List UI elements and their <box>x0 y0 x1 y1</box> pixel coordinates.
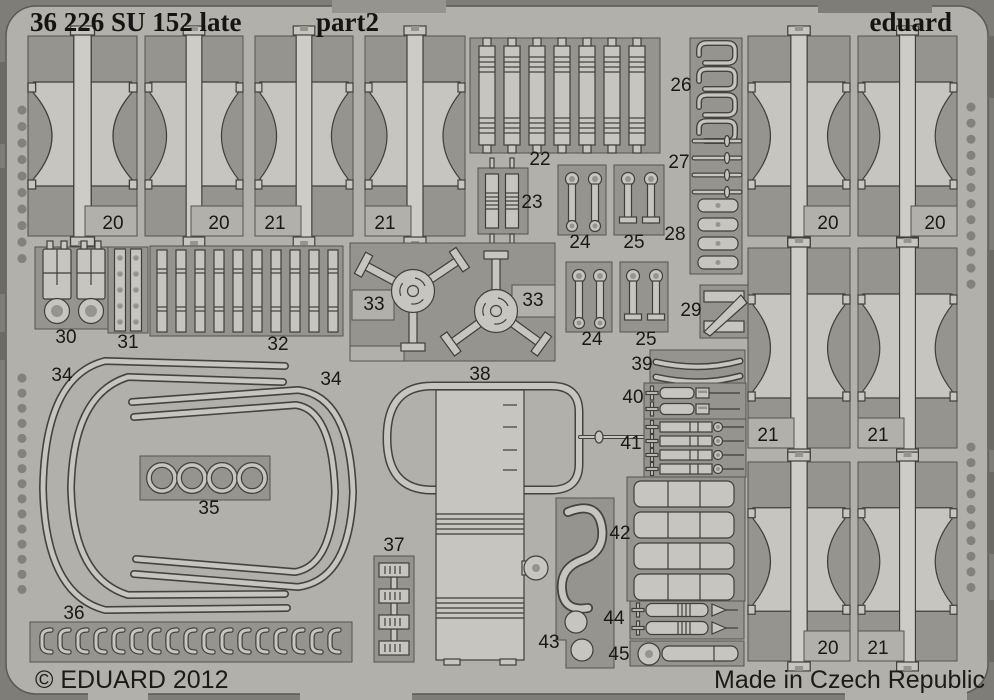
part-label-34: 34 <box>320 369 342 390</box>
panel-21-c: 21 <box>747 237 851 459</box>
part-label-20: 20 <box>102 213 123 234</box>
panel-20-c: 20 <box>747 25 851 247</box>
panel-20-a: 20 <box>27 25 138 247</box>
part-34-group: 34 34 <box>39 357 357 614</box>
part-36-group: 36 <box>29 603 353 663</box>
part-label-42: 42 <box>609 523 630 544</box>
part-32-group: 32 <box>149 245 344 355</box>
part-22-group: 22 <box>469 37 661 170</box>
part-24b-group: 24 <box>565 261 613 350</box>
panel-21-e: 21 <box>857 451 958 672</box>
part-label-41: 41 <box>620 433 641 454</box>
part-25-group: 25 <box>613 164 665 253</box>
part-label-27: 27 <box>668 152 689 173</box>
part-label-37: 37 <box>383 535 404 556</box>
part-label-20: 20 <box>817 638 838 659</box>
panel-21-d: 21 <box>857 237 958 459</box>
panel-21-a: 21 <box>254 25 354 247</box>
part-33-group: 33 33 <box>349 242 556 362</box>
part-24-group: 24 <box>557 164 607 253</box>
part-29-group: 29 <box>680 284 749 339</box>
part-label-33: 33 <box>522 290 543 311</box>
part-label-40: 40 <box>622 387 643 408</box>
part-31-group: 31 <box>107 246 149 353</box>
part-label-31: 31 <box>117 332 138 353</box>
part-label-38: 38 <box>469 364 490 385</box>
part-label-26: 26 <box>670 75 691 96</box>
edge-hole-rows <box>17 102 976 608</box>
part-label-28: 28 <box>664 224 685 245</box>
part-label-29: 29 <box>680 300 701 321</box>
part-label-25: 25 <box>635 329 656 350</box>
part-30-group: 30 <box>34 240 112 348</box>
part-37-group: 37 <box>373 535 415 663</box>
part-label-21: 21 <box>757 425 778 446</box>
part-label-44: 44 <box>603 608 625 629</box>
part-label-24: 24 <box>581 329 603 350</box>
panel-21-b: 21 <box>364 25 466 247</box>
part-label-21: 21 <box>374 213 395 234</box>
part-label-21: 21 <box>867 638 888 659</box>
part-43-group: 43 <box>538 497 615 669</box>
part-35-group: 35 <box>139 455 271 519</box>
part-label-45: 45 <box>608 644 629 665</box>
part-label-25: 25 <box>623 232 644 253</box>
part-label-43: 43 <box>538 632 559 653</box>
part-label-20: 20 <box>208 213 229 234</box>
part-28-pills <box>697 198 739 270</box>
part-label-30: 30 <box>55 327 76 348</box>
part-44-group: 44 <box>603 600 745 640</box>
part-label-20: 20 <box>817 213 838 234</box>
sheet-title-part: part2 <box>316 7 379 37</box>
part-label-24: 24 <box>569 232 591 253</box>
part-label-32: 32 <box>267 334 288 355</box>
made-in-text: Made in Czech Republic <box>714 666 985 694</box>
panel-20-e: 20 <box>747 451 851 672</box>
part-42-group: 42 <box>609 476 746 602</box>
fender-panels-top-left: 20 20 21 21 <box>27 25 466 247</box>
part-25b-group: 25 <box>619 261 669 350</box>
panel-20-d: 20 <box>857 25 958 247</box>
part-label-35: 35 <box>198 498 219 519</box>
part-label-21: 21 <box>264 213 285 234</box>
part-45-group: 45 <box>608 640 745 667</box>
part-label-22: 22 <box>529 149 550 170</box>
copyright-text: © EDUARD 2012 <box>35 666 229 694</box>
part-label-23: 23 <box>521 192 542 213</box>
part-26-27-28-column: 26 27 28 <box>664 37 743 275</box>
sheet-title-code: 36 226 SU 152 late <box>30 7 242 37</box>
panel-20-b: 20 <box>144 25 244 247</box>
stem-ribs <box>436 513 524 619</box>
part-label-36: 36 <box>63 603 84 624</box>
part-label-34: 34 <box>51 365 73 386</box>
part-41-group: 41 <box>620 418 747 478</box>
fender-panels-right: 20 20 21 21 20 21 <box>747 25 958 672</box>
part-label-33: 33 <box>363 294 384 315</box>
part-23-group: 23 <box>477 157 543 245</box>
part-label-20: 20 <box>924 213 945 234</box>
brand-logo: eduard <box>869 7 952 37</box>
part-label-21: 21 <box>867 425 888 446</box>
part-38-group: 38 <box>382 364 652 666</box>
part-27-rods <box>691 134 743 199</box>
part-label-39: 39 <box>631 354 652 375</box>
